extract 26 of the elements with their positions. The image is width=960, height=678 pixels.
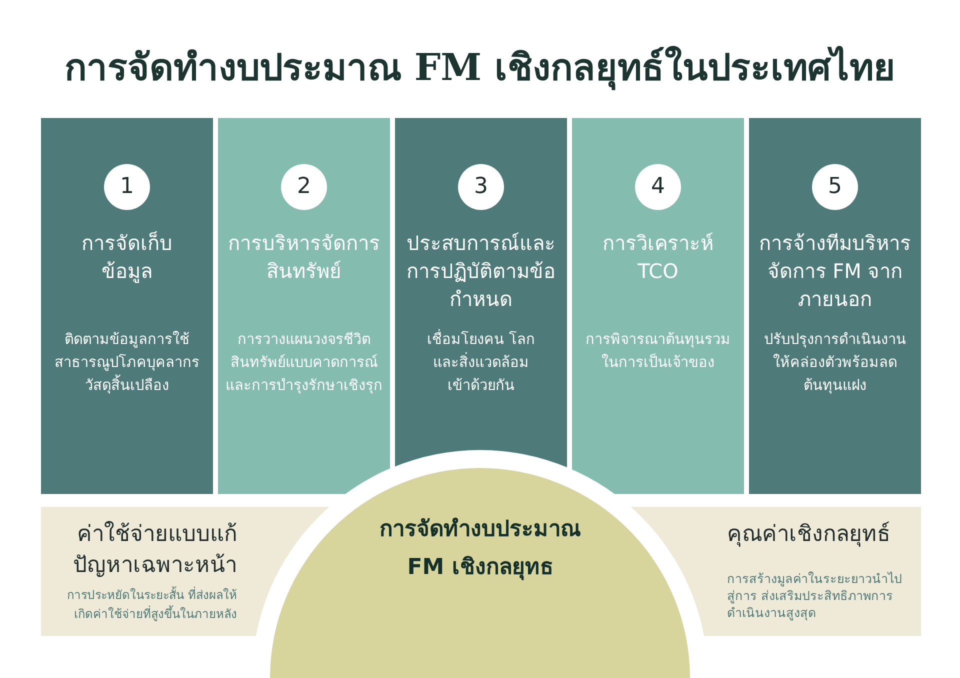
number-circle: 4 [635, 164, 681, 210]
number-circle: 2 [281, 164, 327, 210]
column-panel [749, 118, 921, 494]
panel-text: ติดตามข้อมูลการใช้สาธารณูปโภคบุคลากร วัสดุสิ้นเปลือง [54, 332, 200, 394]
panel-heading: ค่าใช้จ่ายแบบแก้ปัญหาเฉพาะหน้า [73, 522, 237, 578]
panel-heading: การบริหารจัดการสินทรัพย์ [228, 231, 380, 283]
panel-heading: ประสบการณ์และการปฏิบัติตามข้อกำหนด [406, 231, 556, 311]
center-heading: การจัดทำงบประมาณ FM เชิงกลยุทธ [380, 517, 580, 580]
panel-text: ปรับปรุงการดำเนินงานให้คล่องตัวพร้อมลดต้นทุนแฝง [764, 332, 906, 394]
panel-heading: การวิเคราะห์ TCO [602, 231, 714, 283]
column-panel [41, 118, 213, 494]
number-circle: 1 [104, 164, 150, 210]
column-panel [395, 118, 567, 468]
panel-text: การสร้างมูลค่าในระยะยาวนำไปสู่การ ส่งเสริมประสิทธิภาพการดำเนินงานสูงสุด [727, 571, 902, 620]
title: การจัดทำงบประมาณ FM เชิงกลยุทธ์ในประเทศไทย [64, 45, 896, 89]
column-panel [572, 118, 744, 494]
info-panel [629, 507, 921, 636]
panel-text: การประหยัดในระยะสั้น ที่ส่งผลให้เกิดค่าใช้จ่ายที่สูงขึ้นในภายหลัง [67, 588, 237, 621]
number-circle: 5 [812, 164, 858, 210]
panel-text: การพิจารณาต้นทุนรวมในการเป็นเจ้าของ [586, 332, 730, 371]
number-circle: 3 [458, 164, 504, 210]
panel-heading: คุณค่าเชิงกลยุทธ์ [727, 522, 890, 547]
panel-heading: การจัดเก็บข้อมูล [82, 231, 172, 283]
column-panel [218, 118, 390, 494]
panel-heading: การจ้างทีมบริหารจัดการ FM จากภายนอก [759, 231, 911, 311]
panel-text: การวางแผนวงจรชีวิตสินทรัพย์แบบคาดการณ์และการบำรุงรักษาเชิงรุก [226, 332, 382, 394]
